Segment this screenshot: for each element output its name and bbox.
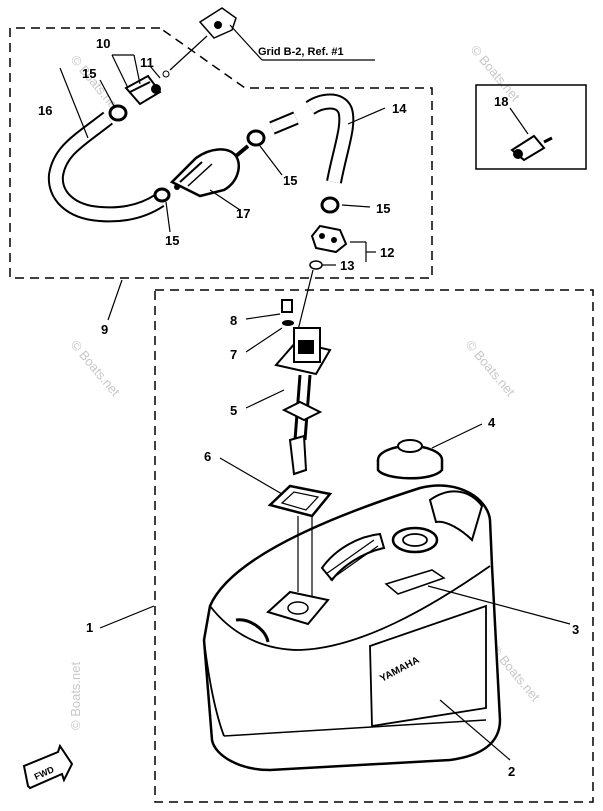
watermark-3: © Boats.net xyxy=(68,337,124,399)
callout-16: 16 xyxy=(38,103,52,118)
clamp-15a xyxy=(99,79,128,122)
callout-15d: 15 xyxy=(376,201,390,216)
part-18-box xyxy=(475,84,587,170)
cap-4 xyxy=(376,423,483,480)
connector-10-11 xyxy=(111,54,162,106)
callout-13: 13 xyxy=(340,258,354,273)
tank-assembly-group-outline xyxy=(154,289,594,803)
o-ring-13 xyxy=(297,260,336,331)
hose-14 xyxy=(269,93,386,184)
fuel-gauge-5 xyxy=(245,327,332,476)
fitting-18 xyxy=(509,107,553,162)
callout-15c: 15 xyxy=(283,173,297,188)
fwd-arrow-icon xyxy=(22,743,74,790)
callout-15b: 15 xyxy=(165,233,179,248)
callout-10: 10 xyxy=(96,36,110,51)
callout-1: 1 xyxy=(86,620,93,635)
connector-12 xyxy=(310,224,376,262)
callout-9: 9 xyxy=(101,322,108,337)
watermark-6: © Boats.net xyxy=(68,661,83,730)
clamp-15c xyxy=(246,129,283,176)
callout-17: 17 xyxy=(236,206,250,221)
callout-6: 6 xyxy=(204,449,211,464)
gasket-6 xyxy=(219,457,333,518)
grid-ref-fitting xyxy=(162,7,375,78)
callout-11: 11 xyxy=(140,55,154,70)
clamp-15b xyxy=(153,187,171,233)
hose-16 xyxy=(47,67,165,223)
nut-8 xyxy=(245,299,293,320)
hose-assembly-group-outline xyxy=(9,27,433,279)
callout-4: 4 xyxy=(488,415,496,430)
washer-7 xyxy=(245,320,294,353)
callout-15a: 15 xyxy=(82,66,96,81)
callout-2: 2 xyxy=(508,764,515,779)
callout-5: 5 xyxy=(230,403,237,418)
primer-bulb-17 xyxy=(169,144,250,211)
callout-8: 8 xyxy=(230,313,237,328)
callout-3: 3 xyxy=(572,622,579,637)
watermark-4: © Boats.net xyxy=(463,337,519,399)
callout-7: 7 xyxy=(230,347,237,362)
callout-14: 14 xyxy=(392,101,407,116)
clamp-15d xyxy=(320,196,371,214)
fuel-tank-1 xyxy=(99,279,571,772)
grid-ref-label: Grid B-2, Ref. #1 xyxy=(258,46,344,58)
callout-12: 12 xyxy=(380,245,394,260)
callout-18: 18 xyxy=(494,94,508,109)
